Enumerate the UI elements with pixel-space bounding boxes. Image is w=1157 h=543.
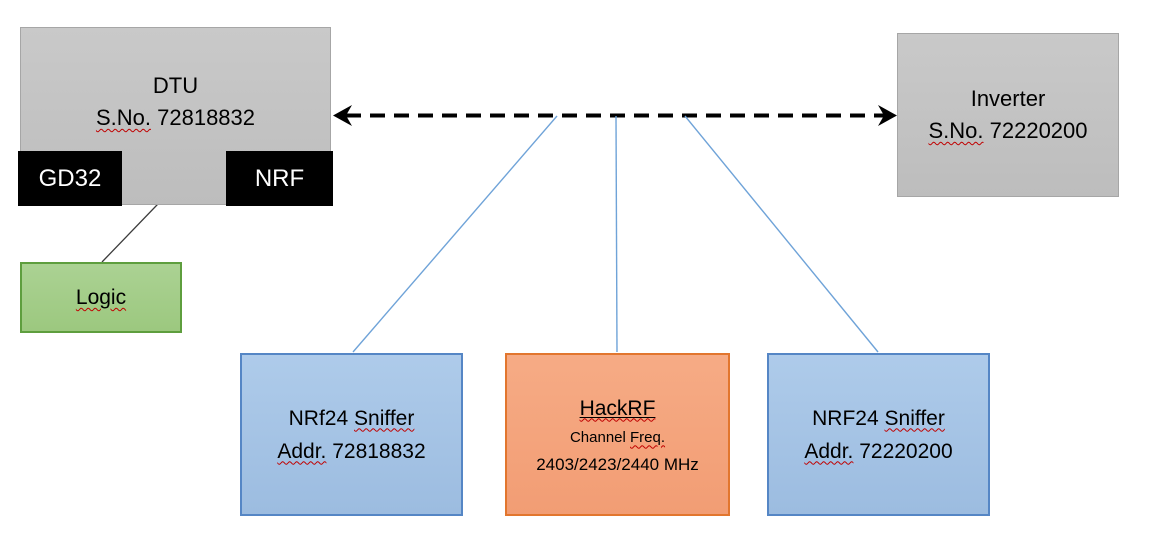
- sniffer-right-name-word2: Sniffer: [884, 406, 945, 430]
- sniffer-right-name: NRF24: [812, 406, 879, 430]
- hackrf-title-line: HackRF: [580, 392, 656, 425]
- nrf-label: NRF: [254, 164, 305, 192]
- logic-label: Logic: [75, 286, 127, 309]
- sniffer-left-name-word2: Sniffer: [354, 406, 415, 430]
- sniffer-right-box: NRF24 Sniffer Addr. 72220200: [767, 353, 990, 516]
- dtu-title: DTU: [152, 73, 199, 98]
- inverter-title: Inverter: [970, 86, 1046, 111]
- sniffer-right-addr-line: Addr. 72220200: [804, 435, 952, 468]
- gd32-chip: GD32: [18, 151, 122, 206]
- sniffer-left-addr-prefix: Addr.: [277, 439, 327, 463]
- inverter-box: Inverter S.No. 72220200: [897, 33, 1119, 197]
- dtu-serial-line: S.No. 72818832: [96, 102, 255, 134]
- link-to-sniffer-left: [352, 115, 558, 353]
- dashed-link-dtu-inverter: [333, 105, 897, 126]
- hackrf-channel-line: Channel Freq.: [570, 425, 665, 451]
- sniffer-left-addr: 72818832: [332, 439, 426, 463]
- dtu-serial-number: 72818832: [157, 105, 256, 130]
- arrowhead-right-icon: [878, 105, 897, 126]
- hackrf-box: HackRF Channel Freq. 2403/2423/2440 MHz: [505, 353, 730, 516]
- nrf-chip: NRF: [226, 151, 333, 206]
- hackrf-frequencies: 2403/2423/2440 MHz: [536, 454, 699, 474]
- link-to-hackrf: [615, 115, 618, 353]
- hackrf-freq-word: Freq.: [630, 428, 666, 446]
- gd32-label: GD32: [38, 164, 102, 192]
- dtu-serial-prefix: S.No.: [95, 105, 151, 130]
- inverter-serial-number: 72220200: [989, 118, 1088, 143]
- inverter-serial-prefix: S.No.: [928, 118, 984, 143]
- sniffer-left-name: NRf24: [288, 406, 349, 430]
- sniffer-right-addr: 72220200: [859, 439, 953, 463]
- arrowhead-left-icon: [333, 105, 352, 126]
- sniffer-right-addr-prefix: Addr.: [804, 439, 854, 463]
- hackrf-title: HackRF: [579, 396, 656, 420]
- hackrf-channel-word: Channel: [569, 428, 626, 446]
- link-to-sniffer-right: [684, 115, 879, 353]
- sniffer-left-addr-line: Addr. 72818832: [277, 435, 425, 468]
- logic-box: Logic: [20, 262, 182, 333]
- inverter-serial-line: S.No. 72220200: [928, 115, 1087, 147]
- sniffer-right-name-line: NRF24 Sniffer: [812, 402, 945, 435]
- sniffer-left-name-line: NRf24 Sniffer: [289, 402, 415, 435]
- sniffer-left-box: NRf24 Sniffer Addr. 72818832: [240, 353, 463, 516]
